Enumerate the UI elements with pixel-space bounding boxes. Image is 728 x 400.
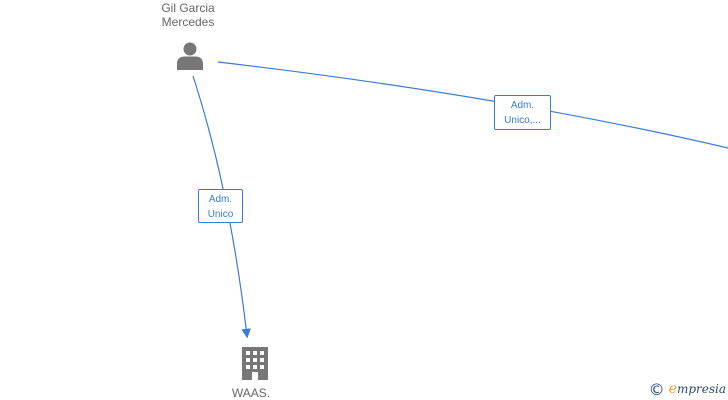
person-name-label[interactable]: Gil Garcia Mercedes (138, 1, 238, 29)
edge-label-line1: Adm. (510, 100, 535, 111)
person-name-line2: Mercedes (161, 15, 215, 29)
edge-line-to-offscreen[interactable] (217, 61, 728, 149)
person-icon[interactable] (175, 41, 205, 71)
person-name-line1: Gil Garcia (161, 1, 215, 15)
brand-rest: mpresia (676, 382, 726, 396)
brand-wordmark: empresia (669, 381, 726, 397)
brand-initial: e (668, 381, 677, 397)
edge-label-to-company[interactable]: Adm. Unico (198, 189, 243, 223)
brand-logo: © empresia (648, 379, 726, 399)
edge-label-line2: Unico,... (504, 115, 541, 126)
edge-label-to-offscreen[interactable]: Adm. Unico,... (494, 95, 551, 130)
edge-label-line2: Unico (207, 209, 234, 220)
company-name: WAAS. (231, 386, 271, 400)
copyright-icon: © (648, 379, 665, 399)
company-name-label[interactable]: WAAS. (215, 386, 287, 400)
edge-label-line1: Adm. (208, 194, 233, 205)
building-icon[interactable] (240, 345, 270, 381)
